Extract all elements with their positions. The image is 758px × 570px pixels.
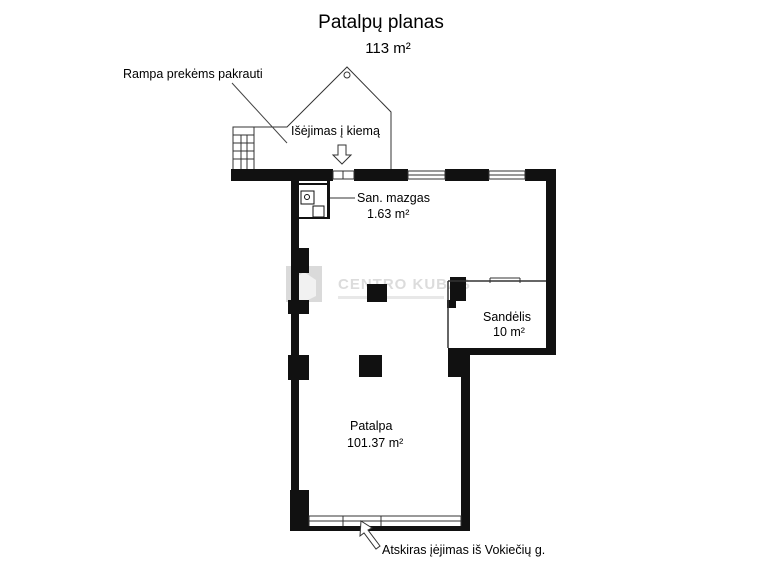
storage-door bbox=[489, 277, 521, 283]
main-room-area: 101.37 m² bbox=[347, 436, 403, 450]
loading-ramp bbox=[231, 66, 392, 170]
storage-area: 10 m² bbox=[493, 325, 525, 339]
top-windows bbox=[332, 170, 526, 180]
entrance-arrow-icon bbox=[359, 520, 381, 550]
main-room-name: Patalpa bbox=[350, 419, 392, 433]
ramp-point-icon bbox=[343, 71, 351, 79]
exterior-walls bbox=[231, 169, 556, 530]
storage-room-walls bbox=[447, 280, 546, 348]
columns bbox=[288, 248, 466, 528]
plan-title: Patalpų planas bbox=[318, 12, 444, 33]
wc-name: San. mazgas bbox=[357, 191, 430, 205]
yard-exit-arrow-icon bbox=[331, 144, 353, 165]
entrance-label: Atskiras įėjimas iš Vokiečių g. bbox=[382, 543, 545, 557]
storefront-windows bbox=[308, 515, 462, 528]
storage-name: Sandėlis bbox=[483, 310, 531, 324]
ramp-label-leader bbox=[231, 82, 288, 144]
ramp-label: Rampa prekėms pakrauti bbox=[123, 67, 263, 81]
toilet-icon bbox=[312, 205, 325, 218]
wc-room bbox=[299, 181, 355, 219]
wc-area: 1.63 m² bbox=[367, 207, 409, 221]
sink-icon bbox=[300, 190, 315, 205]
total-area: 113 m² bbox=[365, 40, 411, 57]
yard-exit-label: Išėjimas į kiemą bbox=[291, 124, 380, 138]
